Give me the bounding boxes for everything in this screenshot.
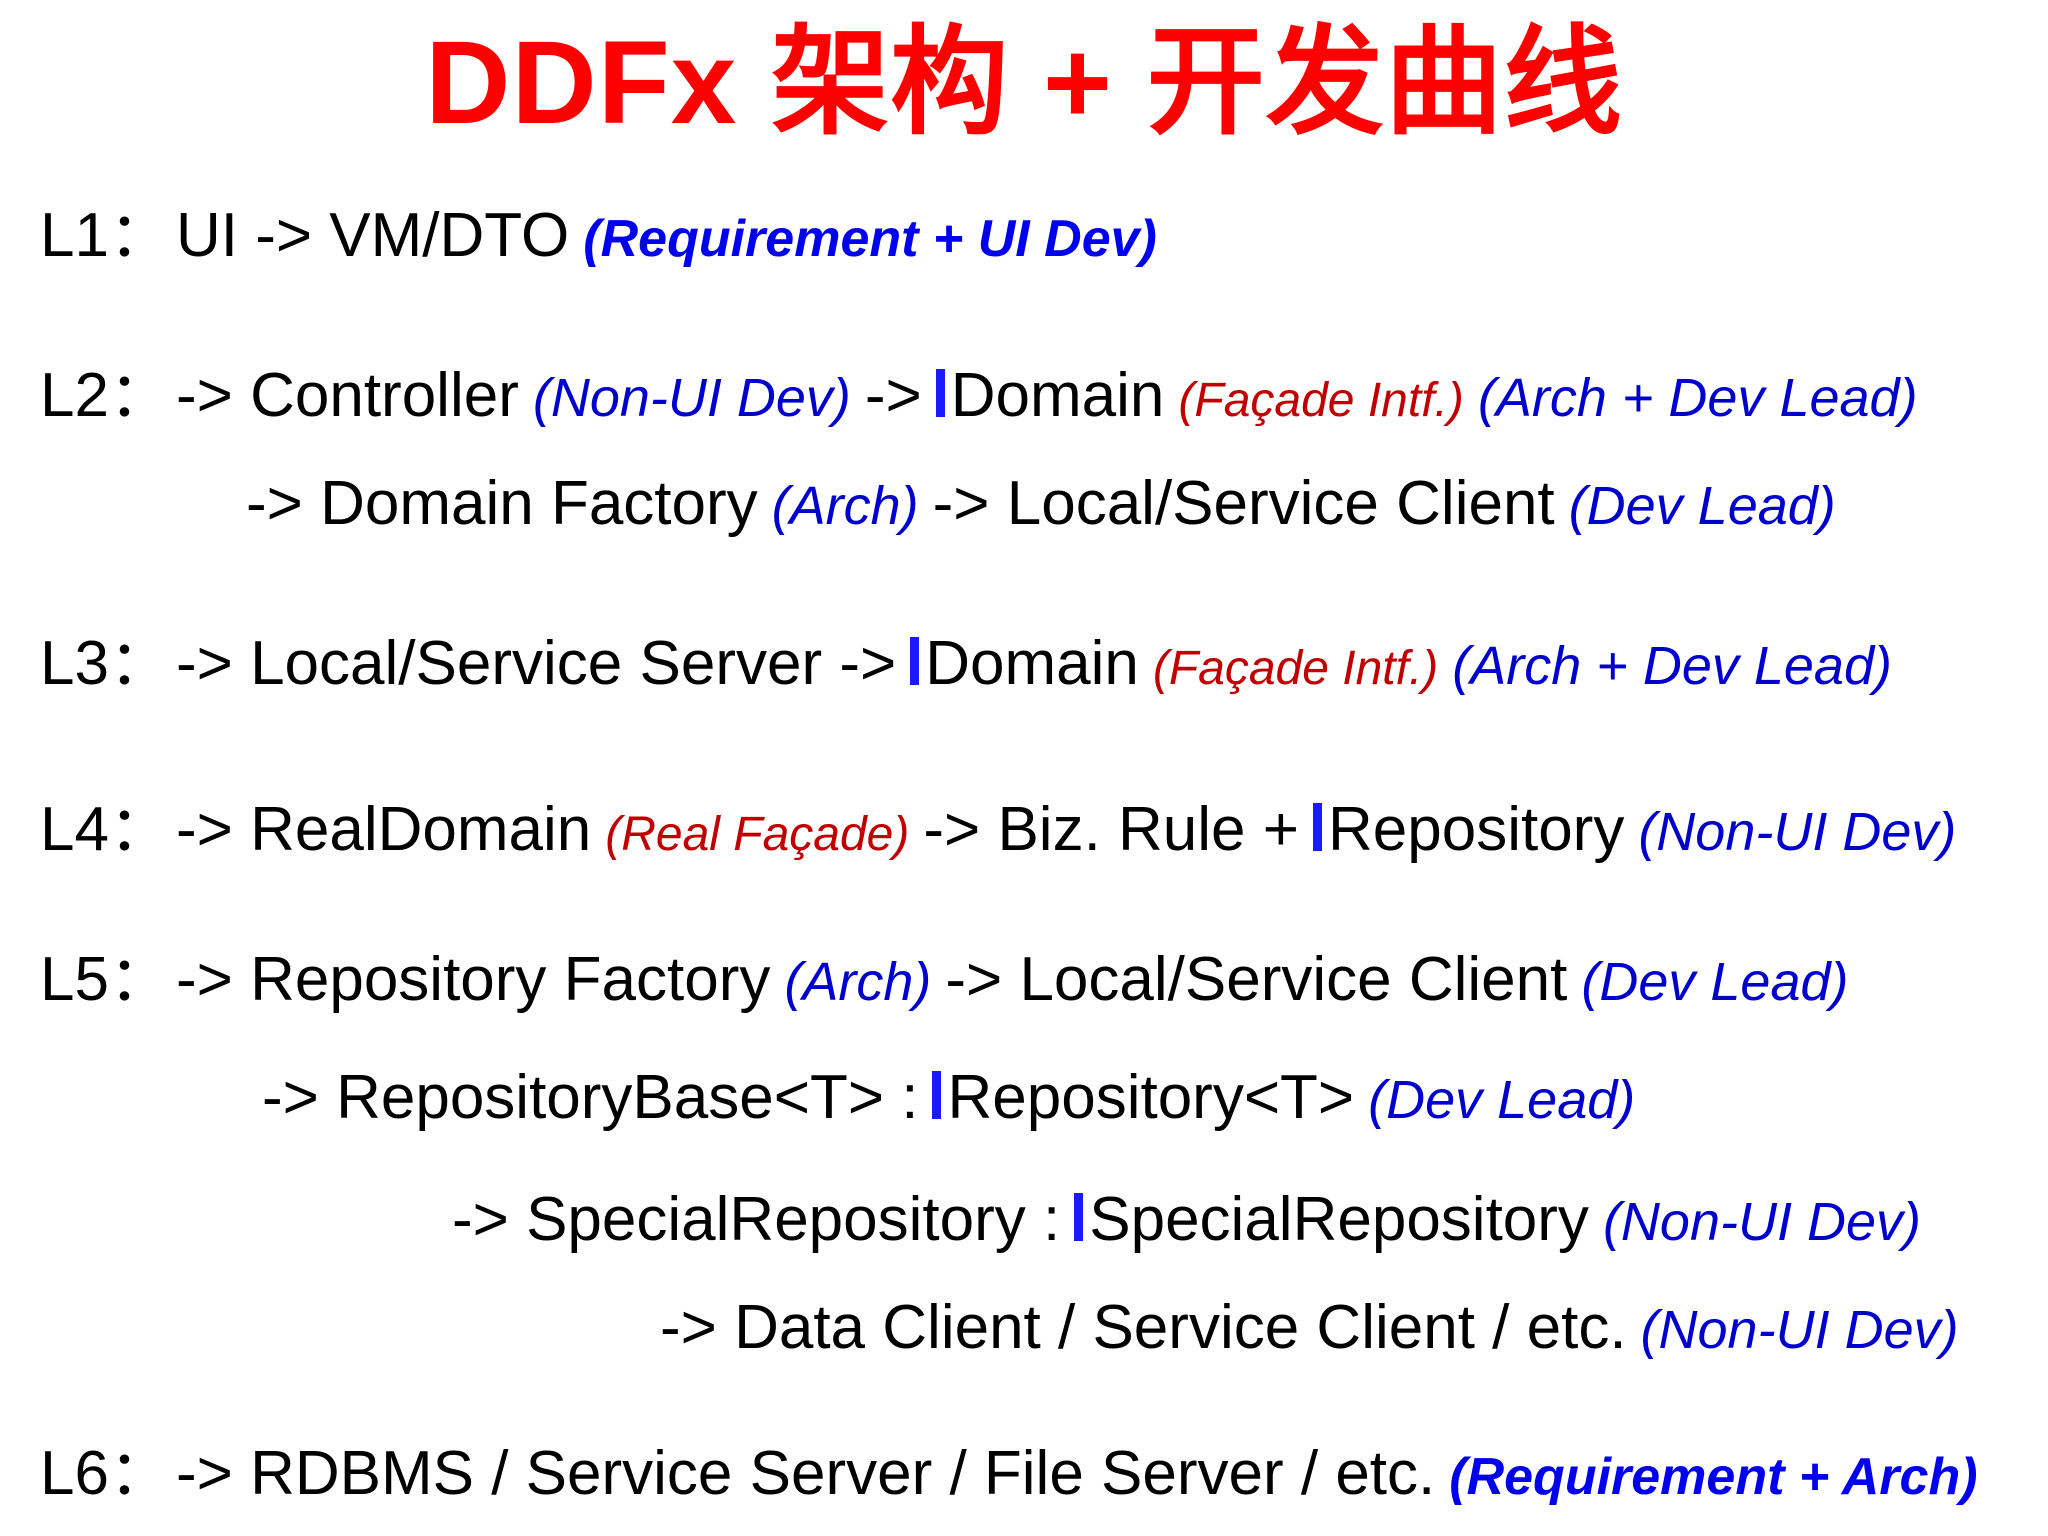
level-label: L1： [40,201,171,270]
line-text: -> Local/Service Client [932,469,1555,538]
line-l5-sub3: -> Data Client / Service Client / etc.(N… [660,1288,1959,1370]
line-text: -> Data Client / Service Client / etc. [660,1293,1627,1362]
interface-marker-icon [1074,1193,1084,1241]
line-text: -> Local/Service Client [945,945,1568,1014]
level-label: L2： [40,361,171,430]
line-text: UI -> VM/DTO [176,201,570,270]
facade-note: (Façade Intf.) [1152,642,1439,695]
interface-marker-icon [935,369,945,417]
role-annotation: (Non-UI Dev) [1638,802,1957,862]
line-text: -> Local/Service Server -> [176,629,897,698]
line-l2: L2：-> Controller(Non-UI Dev)-> Domain(Faç… [40,356,1918,441]
level-label: L3： [40,629,171,698]
role-annotation: (Non-UI Dev) [1602,1192,1921,1252]
line-text: -> Domain Factory [246,469,758,538]
line-l5: L5：-> Repository Factory(Arch)-> Local/S… [40,940,1849,1022]
level-label: L4： [40,795,171,864]
line-text: -> Repository Factory [176,945,771,1014]
line-text: -> Controller [176,361,519,430]
interface-marker-icon [1312,803,1322,851]
line-text: -> SpecialRepository : [452,1185,1061,1254]
interface-name: Domain [950,361,1165,430]
line-text: -> [864,361,922,430]
facade-note: (Façade Intf.) [1178,374,1464,427]
line-l5-sub2: -> SpecialRepository : SpecialRepository(… [452,1180,1921,1262]
role-annotation: (Arch) [771,476,919,536]
line-text: -> RealDomain [176,795,592,864]
role-annotation: (Arch + Dev Lead) [1477,368,1918,428]
facade-note: (Real Façade) [605,808,910,861]
role-annotation: (Requirement + Arch) [1449,1448,1978,1506]
role-annotation: (Dev Lead) [1568,476,1836,536]
interface-marker-icon [910,637,920,685]
role-annotation: (Dev Lead) [1581,952,1849,1012]
line-l4: L4：-> RealDomain(Real Façade)-> Biz. Rul… [40,790,1956,875]
line-l2-sub: -> Domain Factory(Arch)-> Local/Service … [246,464,1836,546]
role-annotation: (Arch) [784,952,932,1012]
slide-title: DDFx 架构 + 开发曲线 [425,17,1623,149]
line-text: -> RDBMS / Service Server / File Server … [176,1439,1436,1508]
line-l6: L6：-> RDBMS / Service Server / File Serv… [40,1434,1978,1517]
level-label: L6： [40,1439,171,1508]
line-l1: L1：UI -> VM/DTO(Requirement + UI Dev) [40,196,1157,279]
line-text: -> RepositoryBase<T> : [262,1063,919,1132]
role-annotation: (Requirement + UI Dev) [583,210,1157,268]
role-annotation: (Dev Lead) [1368,1070,1636,1130]
line-l5-sub1: -> RepositoryBase<T> : Repository<T>(Dev … [262,1058,1635,1140]
line-l3: L3：-> Local/Service Server -> Domain(Faça… [40,624,1892,709]
interface-marker-icon [932,1071,942,1119]
role-annotation: (Non-UI Dev) [532,368,851,428]
interface-name: Domain [925,629,1139,698]
role-annotation: (Non-UI Dev) [1640,1300,1959,1360]
interface-name: SpecialRepository [1089,1185,1589,1254]
line-text: -> Biz. Rule + [923,795,1299,864]
interface-name: Repository [1327,795,1625,864]
role-annotation: (Arch + Dev Lead) [1452,636,1892,696]
interface-name: Repository<T> [947,1063,1355,1132]
level-label: L5： [40,945,171,1014]
